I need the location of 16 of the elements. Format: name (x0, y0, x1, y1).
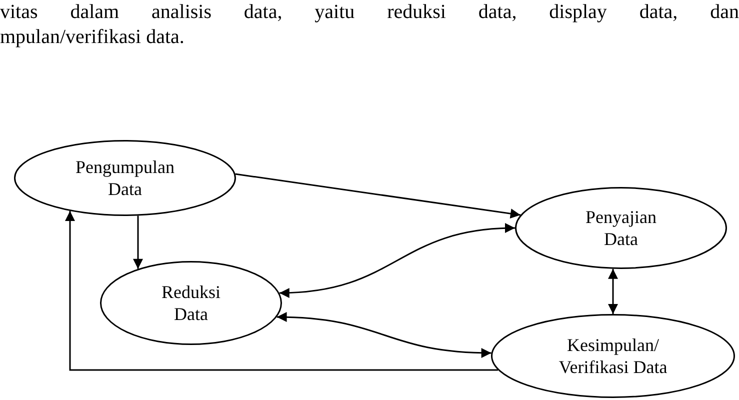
arrow (65, 211, 498, 371)
process-ellipse (100, 261, 282, 345)
process-ellipse (14, 140, 236, 216)
node-label: Kesimpulan/ Verifikasi Data (558, 334, 668, 378)
double-headed-arrow (276, 312, 492, 358)
process-ellipse (491, 314, 735, 398)
double-headed-arrow (279, 223, 516, 298)
arrow (133, 216, 143, 269)
double-headed-arrow (608, 268, 618, 314)
paragraph-text: mpulan/verifikasi data. (0, 25, 186, 49)
arrow (235, 173, 521, 219)
process-ellipse (515, 187, 727, 269)
node-label: Reduksi Data (160, 280, 222, 326)
node-label: Pengumpulan Data (74, 156, 176, 200)
node-label: Penyajian Data (584, 206, 658, 250)
paragraph-text: vitas dalam analisis data, yaitu reduksi data, display data, dan (0, 0, 739, 24)
